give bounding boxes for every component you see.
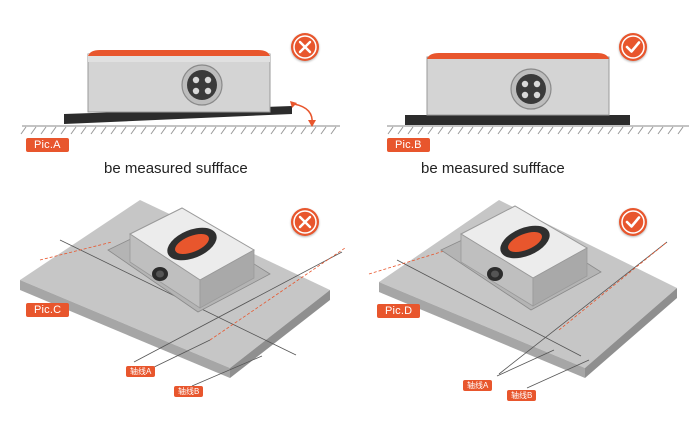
sensor-device-3d bbox=[459, 205, 589, 307]
panel-b-drawing bbox=[387, 53, 689, 135]
pic-a-tag: Pic.A bbox=[26, 138, 69, 152]
axis-a-tag: 轴线A bbox=[126, 366, 156, 377]
pic-d-tag: Pic.D bbox=[377, 304, 421, 318]
pic-c-tag: Pic.C bbox=[26, 303, 70, 317]
axis-a-tag: 轴线A bbox=[463, 380, 493, 391]
check-icon bbox=[619, 208, 647, 236]
sensor-device-side bbox=[426, 53, 610, 116]
axis-line-a bbox=[396, 259, 582, 357]
panel-a-drawing bbox=[20, 50, 340, 135]
axis-b-tag: 轴线B bbox=[174, 386, 204, 397]
check-icon bbox=[619, 33, 647, 61]
sensor-device-3d bbox=[128, 207, 256, 309]
ground-hatch bbox=[20, 126, 337, 135]
panel-d: Pic.D 轴线A 轴线B bbox=[349, 190, 698, 438]
cross-icon bbox=[291, 33, 319, 61]
panel-c: Pic.C 轴线A 轴线B bbox=[0, 190, 349, 438]
flat-base-plate bbox=[405, 115, 630, 125]
panel-d-drawing bbox=[368, 200, 677, 389]
axis-line-b bbox=[498, 241, 668, 375]
axis-line-b bbox=[133, 251, 343, 363]
pic-b-tag: Pic.B bbox=[387, 138, 430, 152]
panel-c-drawing bbox=[20, 200, 346, 387]
sensor-device-side bbox=[87, 50, 271, 113]
panel-b: Pic.B be measured suffface bbox=[349, 0, 698, 190]
pic-b-caption: be measured suffface bbox=[421, 160, 565, 177]
pic-a-caption: be measured suffface bbox=[104, 160, 248, 177]
axis-b-tag: 轴线B bbox=[507, 390, 537, 401]
ground-hatch bbox=[387, 126, 684, 135]
panel-a: Pic.A be measured suffface bbox=[0, 0, 349, 190]
cross-icon bbox=[291, 208, 319, 236]
